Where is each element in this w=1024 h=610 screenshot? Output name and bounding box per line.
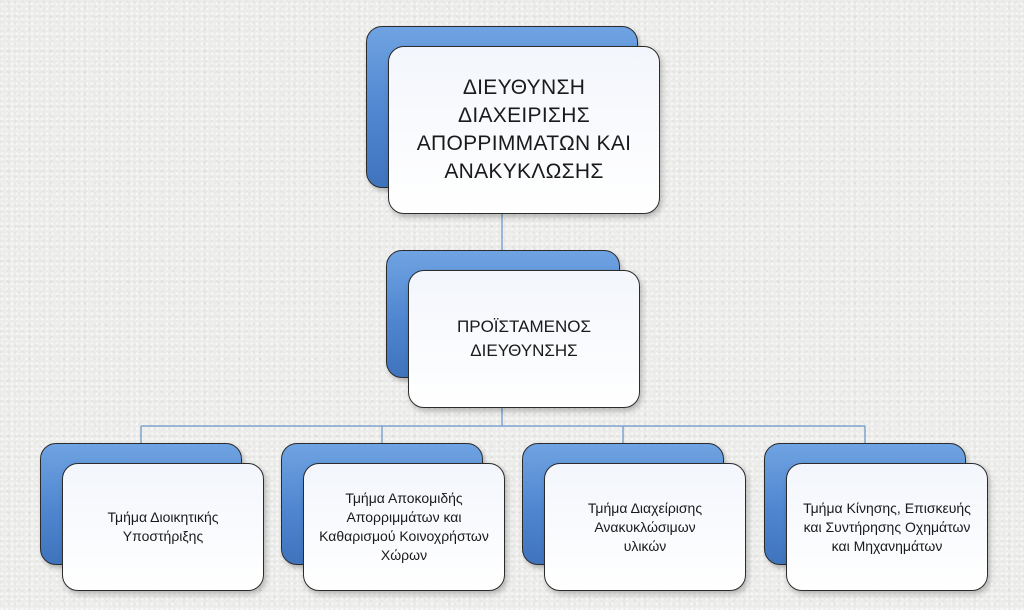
department-node-1: Τμήμα Διοικητικής Υποστήριξης	[40, 443, 266, 593]
head-node: ΠΡΟΪΣΤΑΜΕΝΟΣ ΔΙΕΥΘΥΝΣΗΣ	[386, 250, 642, 410]
department-label-2: Τμήμα Αποκομιδής Απορριμμάτων και Καθαρι…	[319, 490, 489, 563]
department-label-1: Τμήμα Διοικητικής Υποστήριξης	[107, 509, 219, 544]
head-label: ΠΡΟΪΣΤΑΜΕΝΟΣ ΔΙΕΥΘΥΝΣΗΣ	[456, 317, 592, 360]
department-node-4: Τμήμα Κίνησης, Επισκευής και Συντήρησης …	[764, 443, 990, 593]
director-node: ΔΙΕΥΘΥΝΣΗ ΔΙΑΧΕΙΡΙΣΗΣ ΑΠΟΡΡΙΜΜΑΤΩΝ ΚΑΙ Α…	[366, 26, 662, 216]
department-node-1-box: Τμήμα Διοικητικής Υποστήριξης	[62, 463, 264, 591]
department-node-2: Τμήμα Αποκομιδής Απορριμμάτων και Καθαρι…	[281, 443, 507, 593]
department-node-4-box: Τμήμα Κίνησης, Επισκευής και Συντήρησης …	[786, 463, 988, 591]
head-node-box: ΠΡΟΪΣΤΑΜΕΝΟΣ ΔΙΕΥΘΥΝΣΗΣ	[408, 270, 640, 408]
department-node-2-box: Τμήμα Αποκομιδής Απορριμμάτων και Καθαρι…	[303, 463, 505, 591]
director-label: ΔΙΕΥΘΥΝΣΗ ΔΙΑΧΕΙΡΙΣΗΣ ΑΠΟΡΡΙΜΜΑΤΩΝ ΚΑΙ Α…	[416, 76, 632, 183]
department-label-4: Τμήμα Κίνησης, Επισκευής και Συντήρησης …	[803, 499, 971, 554]
department-label-3: Τμήμα Διαχείρισης Ανακυκλώσιμων υλικών	[587, 499, 703, 554]
director-node-box: ΔΙΕΥΘΥΝΣΗ ΔΙΑΧΕΙΡΙΣΗΣ ΑΠΟΡΡΙΜΜΑΤΩΝ ΚΑΙ Α…	[388, 46, 660, 214]
department-node-3: Τμήμα Διαχείρισης Ανακυκλώσιμων υλικών	[522, 443, 748, 593]
department-node-3-box: Τμήμα Διαχείρισης Ανακυκλώσιμων υλικών	[544, 463, 746, 591]
